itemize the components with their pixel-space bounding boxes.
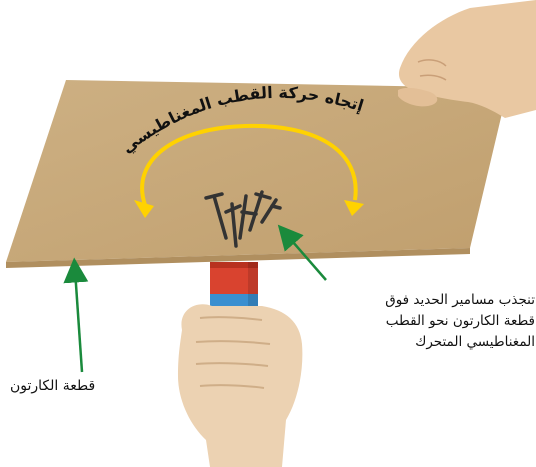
nails-caption-line: المغناطيسي المتحرك <box>330 332 535 353</box>
cardboard-sheet <box>6 80 508 268</box>
hand-bottom-icon <box>178 304 302 467</box>
pointer-arrow-card-icon <box>75 270 82 372</box>
nails-caption: تنجذب مسامير الحديد فوق قطعة الكارتون نح… <box>330 290 535 353</box>
nails-caption-line: قطعة الكارتون نحو القطب <box>330 311 535 332</box>
hand-top-right-icon <box>398 0 536 118</box>
nails-caption-line: تنجذب مسامير الحديد فوق <box>330 290 535 311</box>
cardboard-caption: قطعة الكارتون <box>10 378 140 394</box>
